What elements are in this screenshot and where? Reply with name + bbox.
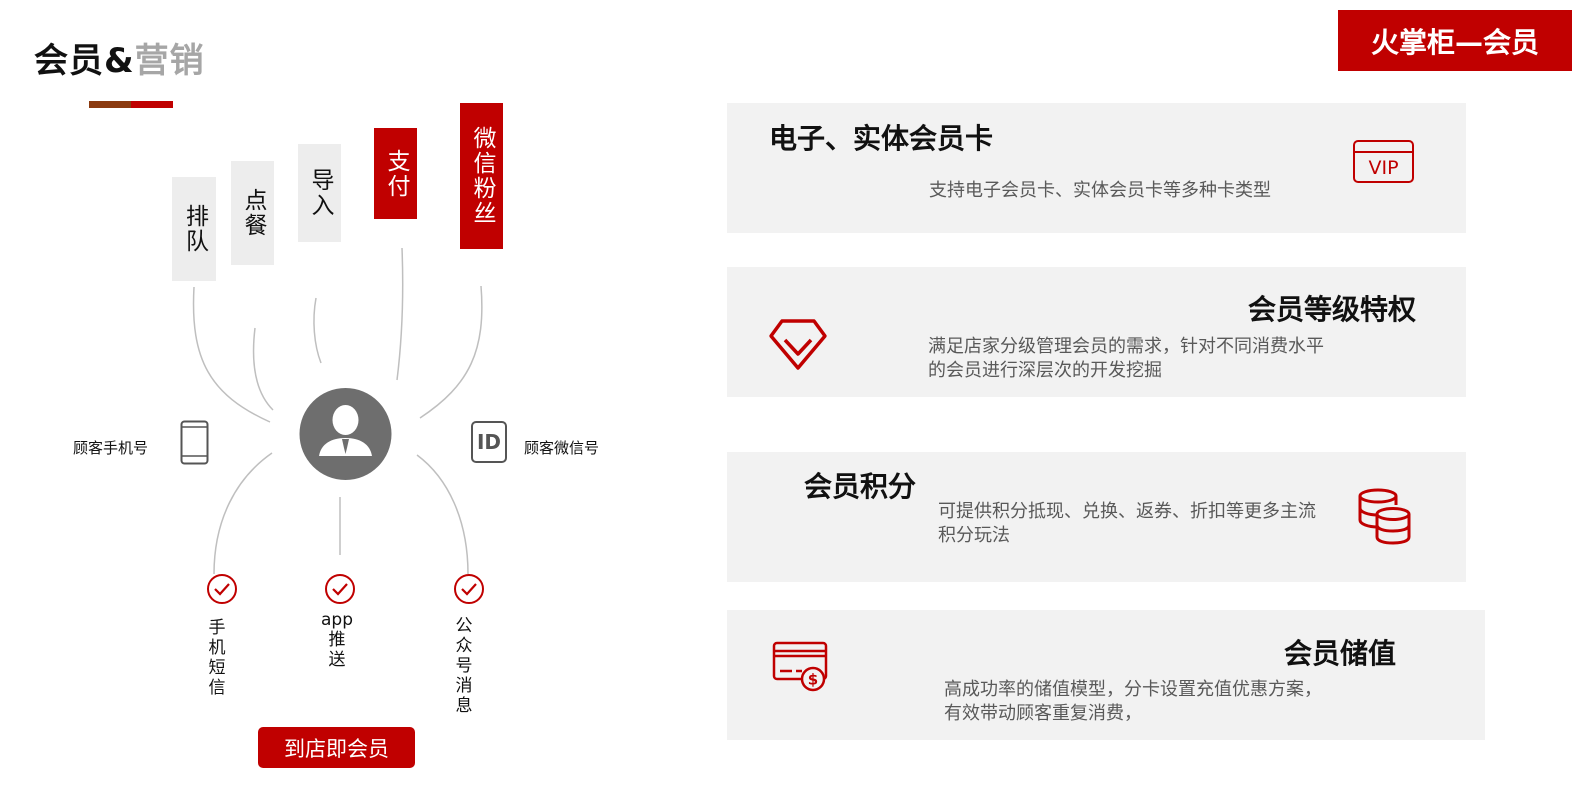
feature-desc: 支持电子会员卡、实体会员卡等多种卡类型 <box>929 180 1271 201</box>
tag-order: 点餐 <box>231 161 274 265</box>
check-icon <box>454 574 484 604</box>
feature-desc: 可提供积分抵现、兑换、返券、折扣等更多主流积分玩法 <box>938 501 1316 546</box>
channel-app-push: app 推 送 <box>321 610 353 670</box>
become-member-button[interactable]: 到店即会员 <box>258 727 415 768</box>
coins-stack-icon <box>1358 488 1411 545</box>
diamond-icon <box>769 319 827 370</box>
id-card-icon: ID <box>471 421 507 463</box>
feature-title: 会员等级特权 <box>1248 293 1417 326</box>
feature-card-member-card <box>727 103 1466 233</box>
user-avatar-icon <box>299 388 392 480</box>
connector-lines <box>192 247 483 575</box>
tag-wechat-fans: 微信粉丝 <box>460 103 503 249</box>
tag-import: 导入 <box>298 144 341 242</box>
page-title-main: 会员& <box>34 41 135 81</box>
page-title: 会员&营销 <box>34 33 205 82</box>
svg-text:$: $ <box>808 671 818 689</box>
feature-title: 会员储值 <box>1284 637 1397 670</box>
feature-title: 电子、实体会员卡 <box>769 122 994 155</box>
brand-banner: 火掌柜—会员 <box>1338 10 1572 71</box>
feature-card-stored-value <box>727 610 1485 740</box>
feature-title: 会员积分 <box>804 470 917 503</box>
title-underline <box>89 101 173 108</box>
feature-desc: 高成功率的储值模型，分卡设置充值优惠方案，有效带动顾客重复消费， <box>944 679 1322 724</box>
tag-payment: 支付 <box>374 128 417 219</box>
channel-sms: 手 机 短 信 <box>208 618 226 698</box>
customer-wechat-label: 顾客微信号 <box>524 439 600 457</box>
check-icon <box>207 574 237 604</box>
feature-card-level-privilege <box>727 267 1466 397</box>
vip-card-icon: VIP <box>1353 140 1414 183</box>
payment-card-icon: $ <box>772 641 828 692</box>
feature-desc: 满足店家分级管理会员的需求，针对不同消费水平的会员进行深层次的开发挖掘 <box>928 336 1324 381</box>
customer-phone-label: 顾客手机号 <box>73 439 149 457</box>
check-icon <box>325 574 355 604</box>
tag-queue: 排队 <box>172 177 216 281</box>
page-title-accent: 营销 <box>134 41 205 81</box>
phone-icon <box>180 420 209 465</box>
channel-official-account: 公 众 号 消 息 <box>455 616 473 716</box>
feature-card-points <box>727 452 1466 582</box>
